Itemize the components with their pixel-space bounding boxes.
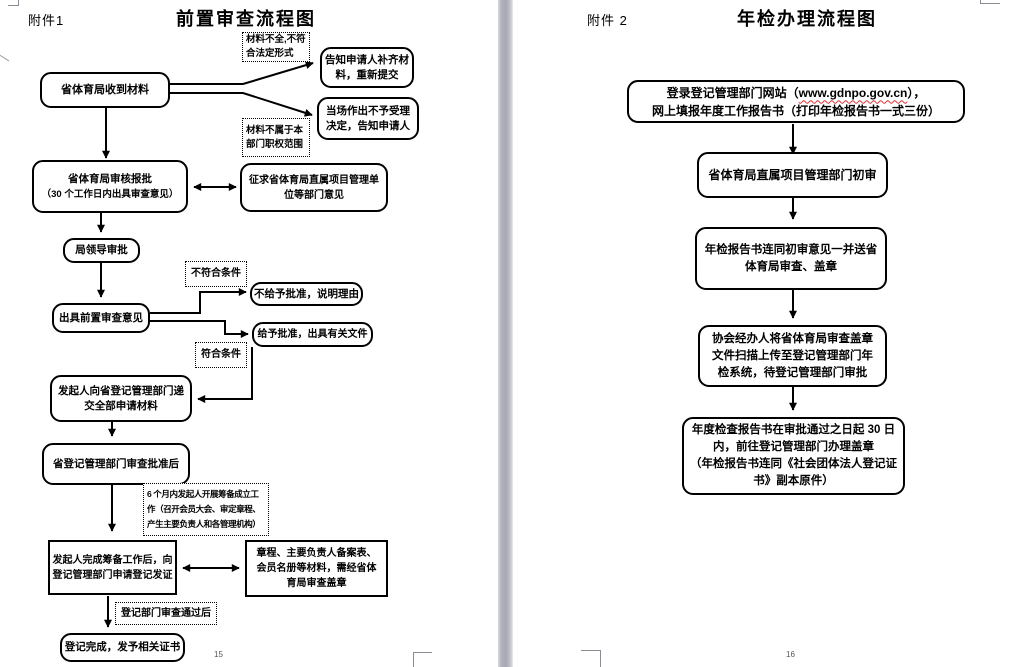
crop-mark-left-page-bottom-right xyxy=(413,652,432,667)
node-seek-opinions: 征求省体育局直属项目管理单 位等部门意见 xyxy=(240,163,388,212)
label-after-registration-review: 登记部门审查通过后 xyxy=(115,602,217,625)
right-page-title: 年检办理流程图 xyxy=(737,9,877,29)
label-meet-conditions: 符合条件 xyxy=(195,342,247,368)
label-six-months-preparation: 6 个月内发起人开展筹备成立工 作（召开会员大会、审定章程、 产生主要负责人和各… xyxy=(143,483,269,536)
label-out-of-scope: 材料不属于本 部门职权范围 xyxy=(242,118,310,157)
node-preliminary-review: 省体育局直属项目管理部门初审 xyxy=(697,152,888,198)
website-url: www.gdnpo.gov.cn xyxy=(798,85,908,100)
login-text-prefix: 登录登记管理部门网站（ xyxy=(666,85,799,100)
node-leader-approval: 局领导审批 xyxy=(63,238,140,263)
left-page-title: 前置审查流程图 xyxy=(176,9,316,29)
login-text-suffix: ）， xyxy=(907,85,926,100)
node-login-website: 登录登记管理部门网站（www.gdnpo.gov.cn）， 网上填报年度工作报告… xyxy=(627,80,965,123)
node-not-approve: 不给予批准，说明理由 xyxy=(250,282,363,306)
crop-mark-right-page-bottom-left xyxy=(581,650,601,667)
page-gap xyxy=(498,0,513,667)
node-approve-issue-documents: 给予批准，出具有关文件 xyxy=(252,322,373,347)
node-registration-complete: 登记完成，发予相关证书 xyxy=(60,633,185,662)
node-scan-upload-system: 协会经办人将省体育局审查盖章 文件扫描上传至登记管理部门年 检系统，待登记管理部… xyxy=(698,325,887,387)
node-handle-stamping-30-days: 年度检查报告书在审批通过之日起 30 日 内，前往登记管理部门办理盖章 （年检报… xyxy=(682,417,905,495)
node-review-approval: 省体育局审核报批 （30 个工作日内出具审查意见） xyxy=(32,160,188,213)
node-notify-resubmit: 告知申请人补齐材 料，重新提交 xyxy=(320,47,414,88)
crop-mark-left-page-top-left xyxy=(8,0,19,6)
label-materials-incomplete: 材料不全,不符 合法定形式 xyxy=(242,32,310,62)
node-submit-all-materials: 发起人向省登记管理部门递 交全部申请材料 xyxy=(50,375,192,422)
attachment-label-2: 附件 2 xyxy=(587,13,628,28)
node-receive-materials: 省体育局收到材料 xyxy=(40,72,170,108)
node-send-for-review-stamp: 年检报告书连同初审意见一并送省 体育局审查、盖章 xyxy=(695,227,887,290)
crop-mark-right-page-top-right xyxy=(980,0,1000,4)
label-not-meet-conditions: 不符合条件 xyxy=(185,261,247,287)
page-number-16: 16 xyxy=(786,650,795,659)
attachment-label-1: 附件1 xyxy=(28,13,65,28)
node-after-registration-approval: 省登记管理部门审查批准后 xyxy=(42,443,190,485)
node-issue-pre-review-opinion: 出具前置审查意见 xyxy=(52,303,150,333)
node-complete-preparation: 发起人完成筹备工作后，向 登记管理部门申请登记发证 xyxy=(48,540,177,595)
node-materials-need-stamp: 章程、主要负责人备案表、 会员名册等材料，需经省体 育局审查盖章 xyxy=(245,540,388,597)
page-number-15: 15 xyxy=(214,650,223,659)
node-reject-onsite: 当场作出不予受理 决定，告知申请人 xyxy=(317,97,419,140)
